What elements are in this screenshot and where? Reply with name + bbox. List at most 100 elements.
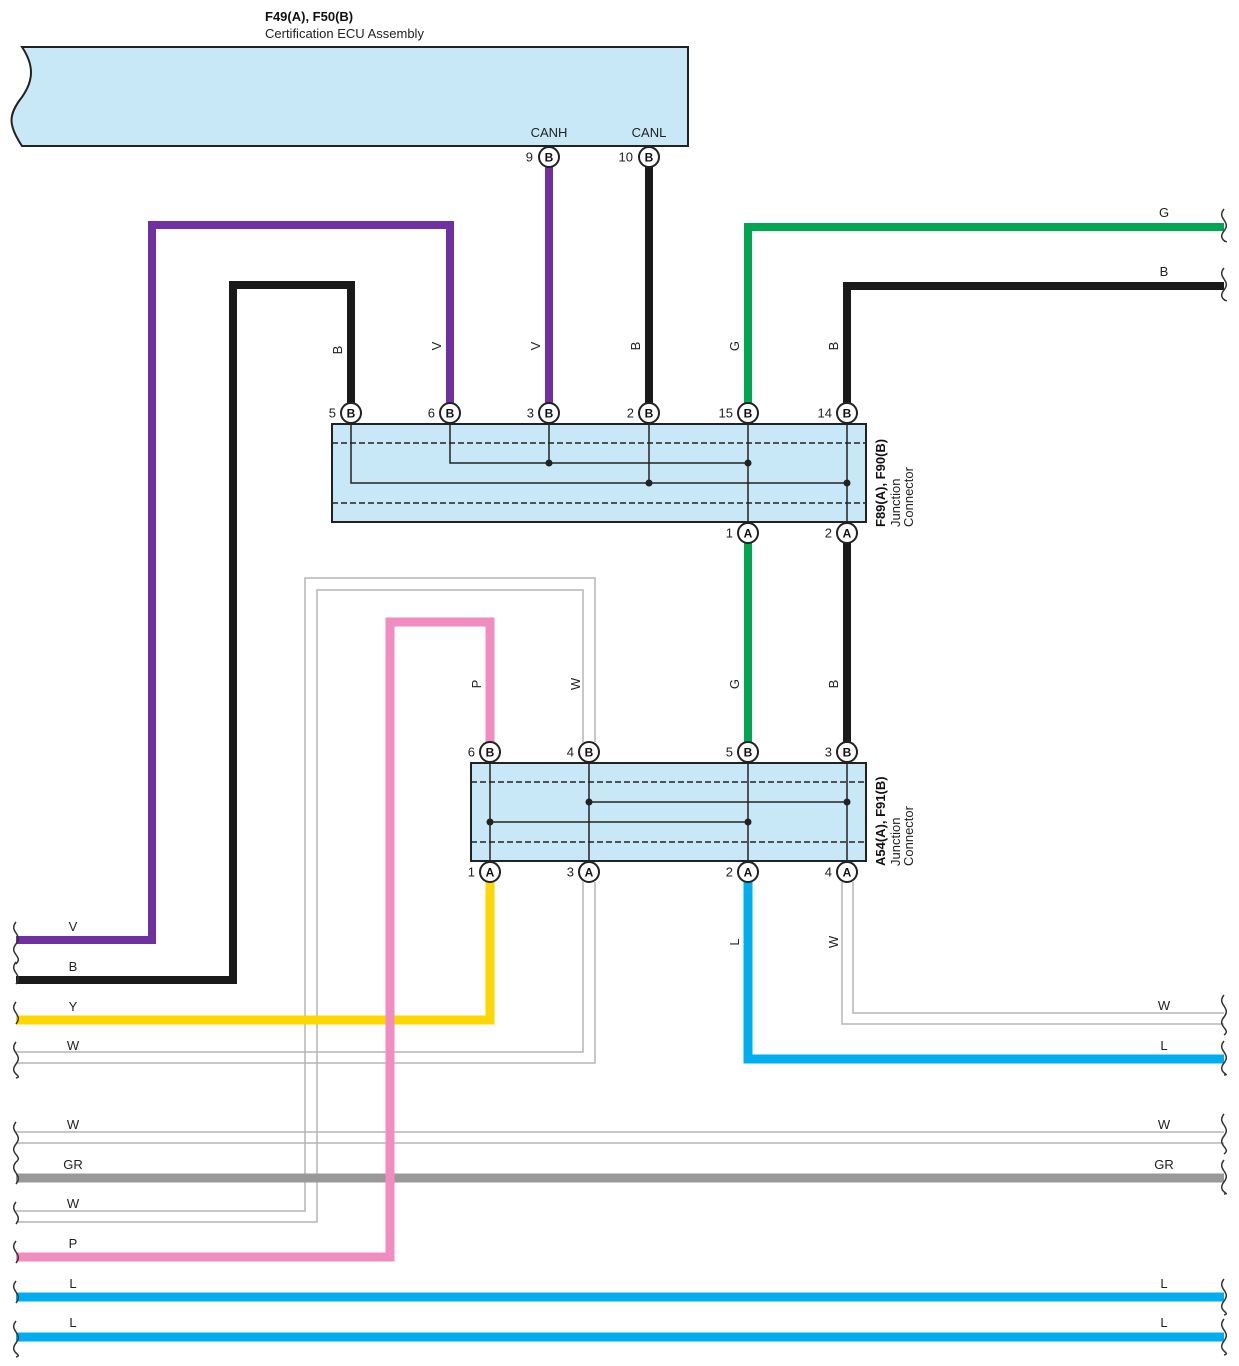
pin-letter: B — [645, 407, 654, 421]
left-wire-label: B — [69, 959, 78, 974]
right-break-marks — [1221, 208, 1227, 1356]
junction1-code: F89(A), F90(B) — [873, 439, 888, 527]
left-break-marks — [13, 921, 19, 1358]
j2-pin-a1[interactable]: A 1 — [468, 861, 501, 883]
junction-connector-1[interactable]: F89(A), F90(B) Junction Connector — [331, 423, 916, 527]
right-wire-label: W — [1158, 1117, 1171, 1132]
j1-pin-2[interactable]: B 2 — [627, 402, 660, 424]
right-wire-label: B — [1160, 264, 1169, 279]
right-wire-label: G — [1159, 205, 1169, 220]
j1-pin-14[interactable]: B 14 — [818, 402, 858, 424]
j2-pin-3[interactable]: B 3 — [825, 741, 858, 763]
pin-letter: A — [843, 527, 852, 541]
junction2-name2: Connector — [901, 805, 916, 866]
left-wire-labels: V B Y W W GR W P L L — [63, 919, 83, 1330]
pin-letter: A — [843, 866, 852, 880]
j2-pin-a4[interactable]: A 4 — [825, 861, 858, 883]
left-wire-label: P — [69, 1236, 78, 1251]
junction1-name2: Connector — [901, 466, 916, 527]
pin-number: 1 — [468, 865, 475, 880]
wire-w-loop-edge1 — [16, 577, 596, 1212]
pin-terminals: B 9 B 10 B 5 B 6 B 3 B 2 — [329, 146, 858, 883]
pin-letter: B — [645, 151, 654, 165]
ecu-name: Certification ECU Assembly — [265, 26, 424, 41]
pin-number: 10 — [619, 150, 633, 165]
ecu-pin-signal-canl: CANL — [632, 125, 667, 140]
wire-l-right — [743, 882, 1224, 1064]
ecu-pin-9[interactable]: B 9 — [526, 146, 560, 168]
junction2-name1: Junction — [888, 818, 903, 866]
ecu-pin-10[interactable]: B 10 — [619, 146, 660, 168]
j2-pin-4[interactable]: B 4 — [567, 741, 600, 763]
left-wire-label: L — [69, 1276, 76, 1291]
pin-number: 4 — [825, 865, 832, 880]
pin-number: 15 — [719, 406, 733, 421]
pin-letter: B — [744, 407, 753, 421]
left-wire-label: GR — [63, 1157, 83, 1172]
wire-b-right — [843, 282, 1224, 404]
pin-number: 2 — [726, 865, 733, 880]
pin-number: 1 — [726, 526, 733, 541]
ecu-code: F49(A), F50(B) — [265, 9, 353, 24]
junction-connector-2[interactable]: A54(A), F91(B) Junction Connector — [470, 762, 916, 866]
right-wire-label: L — [1160, 1315, 1167, 1330]
j1-pin-15[interactable]: B 15 — [719, 402, 759, 424]
wire-v-left — [16, 221, 454, 944]
j2-pin-5[interactable]: B 5 — [726, 741, 759, 763]
vertical-wire-labels: B V V B G B P W G B L W — [330, 341, 841, 948]
pin-letter: A — [744, 866, 753, 880]
wire-code: L — [727, 938, 742, 945]
j1-pin-a1[interactable]: A 1 — [726, 522, 759, 544]
pin-letter: B — [843, 407, 852, 421]
j1-pin-3[interactable]: B 3 — [527, 402, 560, 424]
j1-pin-a2[interactable]: A 2 — [825, 522, 858, 544]
pin-letter: B — [446, 407, 455, 421]
left-wire-label: V — [69, 919, 78, 934]
wire-code: B — [628, 342, 643, 351]
right-wire-label: L — [1160, 1038, 1167, 1053]
right-wire-label: GR — [1154, 1157, 1174, 1172]
j2-pin-a2[interactable]: A 2 — [726, 861, 759, 883]
pin-number: 3 — [567, 865, 574, 880]
wire-code: G — [727, 679, 742, 689]
pin-letter: B — [843, 746, 852, 760]
pin-number: 3 — [527, 406, 534, 421]
pin-number: 2 — [825, 526, 832, 541]
wire-w-right-edge2 — [852, 882, 1224, 1014]
wire-w-loop-edge2 — [16, 589, 584, 1223]
pin-number: 5 — [329, 406, 336, 421]
pin-letter: B — [545, 151, 554, 165]
wire-w-loop — [16, 586, 587, 1224]
wire-w-right-edge1 — [841, 882, 1224, 1025]
left-wire-label: Y — [69, 999, 78, 1014]
right-wire-label: L — [1160, 1276, 1167, 1291]
junction1-name1: Junction — [888, 479, 903, 527]
j1-pin-5[interactable]: B 5 — [329, 402, 362, 424]
wires — [16, 167, 1224, 1342]
pin-number: 6 — [428, 406, 435, 421]
wire-code: B — [330, 346, 345, 355]
wire-code: G — [727, 341, 742, 351]
left-wire-label: L — [69, 1315, 76, 1330]
j1-pin-6[interactable]: B 6 — [428, 402, 461, 424]
pin-letter: A — [744, 527, 753, 541]
wire-code: V — [528, 341, 543, 350]
wire-code: W — [568, 677, 583, 690]
pin-letter: B — [585, 746, 594, 760]
ecu-body[interactable] — [10, 46, 689, 147]
pin-number: 14 — [818, 406, 832, 421]
wire-y — [16, 882, 495, 1025]
wire-code: B — [826, 342, 841, 351]
pin-letter: B — [486, 746, 495, 760]
wire-b-left — [16, 281, 355, 984]
pin-number: 6 — [468, 745, 475, 760]
ecu-pin-signal-canh: CANH — [531, 125, 568, 140]
j2-pin-a3[interactable]: A 3 — [567, 861, 600, 883]
junction2-code: A54(A), F91(B) — [873, 776, 888, 866]
left-wire-label: W — [67, 1117, 80, 1132]
wire-code: B — [826, 680, 841, 689]
pin-number: 3 — [825, 745, 832, 760]
pin-number: 5 — [726, 745, 733, 760]
j2-pin-6[interactable]: B 6 — [468, 741, 501, 763]
